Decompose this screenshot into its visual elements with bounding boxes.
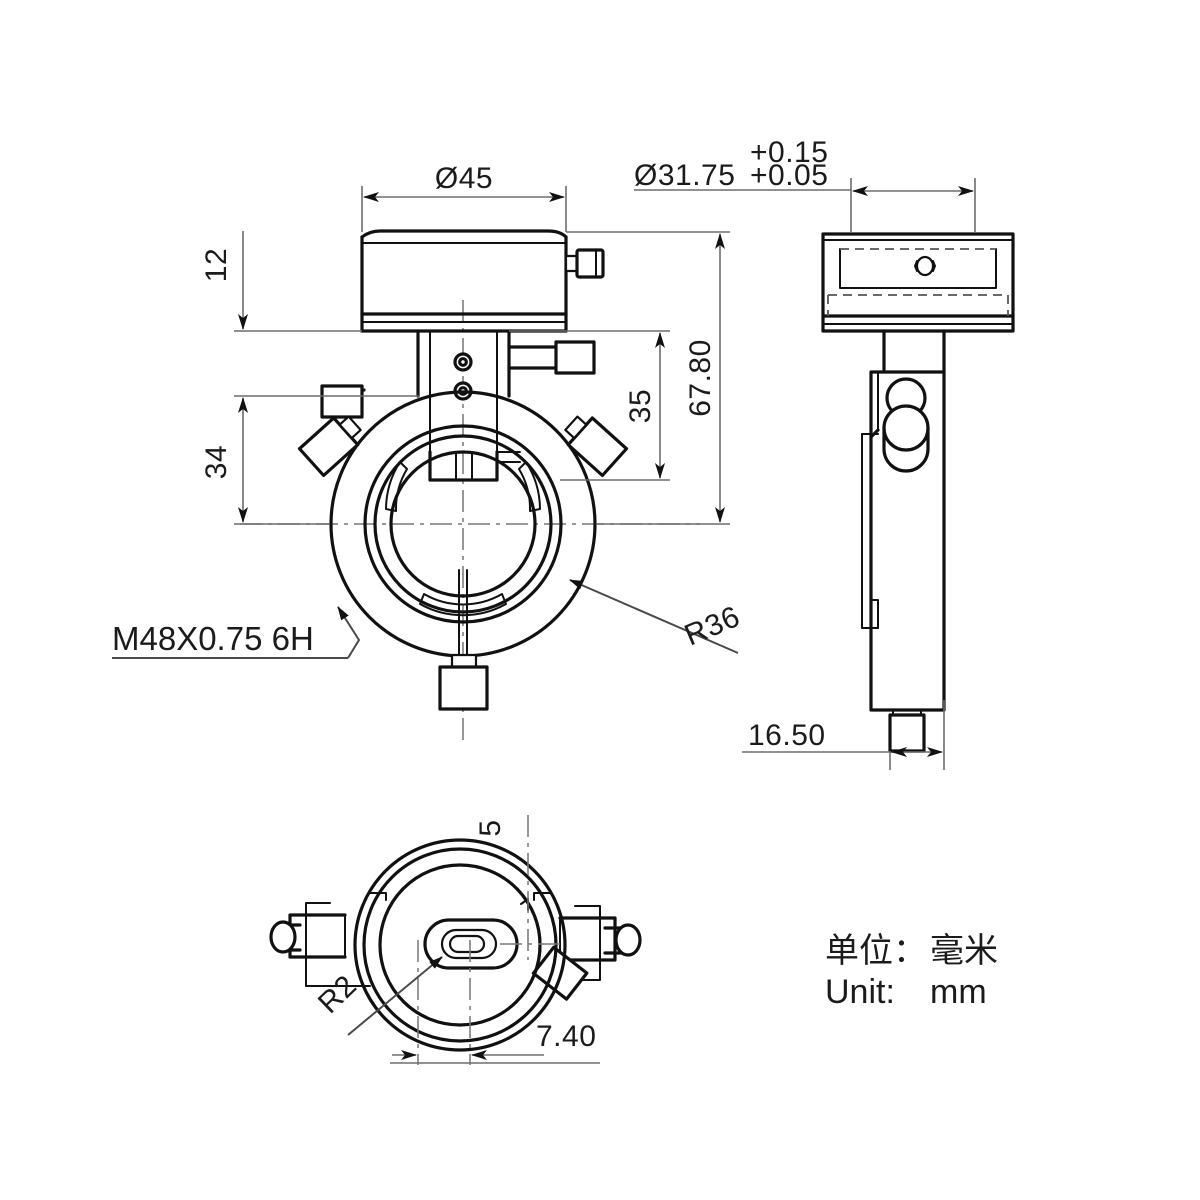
side-view: Ø31.75 +0.15 +0.05 16.50 bbox=[634, 136, 1015, 770]
dia3175-label: Ø31.75 bbox=[634, 159, 735, 192]
front-setscrew-boss bbox=[564, 248, 605, 279]
front-barrel-body bbox=[360, 229, 568, 333]
dia3175-tol-upper: +0.15 bbox=[750, 136, 828, 169]
h12-label: 12 bbox=[200, 248, 233, 282]
dim-740 bbox=[390, 1050, 600, 1064]
r36-label: R36 bbox=[680, 600, 745, 652]
units-en-label: Unit: bbox=[825, 973, 895, 1011]
d5-label: 5 bbox=[474, 819, 507, 836]
side-knob-glyph bbox=[914, 255, 936, 277]
detail-body-rings bbox=[353, 838, 567, 1052]
dia45-label: Ø45 bbox=[435, 162, 493, 195]
side-post-body bbox=[861, 329, 946, 712]
units-en-value: mm bbox=[930, 973, 987, 1011]
r2-leader bbox=[347, 956, 443, 1036]
dia3175-tol-lower: +0.05 bbox=[750, 159, 828, 192]
h6780-label: 67.80 bbox=[684, 339, 717, 417]
dim-dia3175 bbox=[634, 178, 976, 232]
h35-label: 35 bbox=[624, 389, 657, 423]
h34-label: 34 bbox=[200, 445, 233, 479]
front-jaw-arcs bbox=[385, 461, 541, 617]
detail-arc-tip bbox=[520, 898, 529, 911]
d740-label: 7.40 bbox=[536, 1020, 596, 1053]
dim-dia45 bbox=[361, 186, 567, 232]
r36-leader bbox=[569, 579, 739, 654]
front-bottom-foot bbox=[438, 569, 489, 711]
front-left-lever bbox=[320, 384, 366, 419]
dim-12 bbox=[234, 231, 362, 332]
dim-1650 bbox=[742, 700, 945, 770]
detail-right-arm bbox=[531, 905, 642, 1001]
detail-left-arm bbox=[269, 902, 371, 987]
w1650-label: 16.50 bbox=[748, 719, 826, 752]
front-diagonal-tabs bbox=[297, 415, 629, 478]
units-cn-value: 毫米 bbox=[930, 931, 998, 971]
units-cn-label: 单位： bbox=[825, 931, 927, 971]
thread-spec-label: M48X0.75 6H bbox=[112, 620, 314, 657]
bottom-detail-view: 5 R2 7.40 bbox=[269, 815, 642, 1065]
thread-callout-leader bbox=[112, 606, 361, 659]
dim-6780 bbox=[566, 231, 730, 525]
dim-35 bbox=[509, 330, 670, 481]
front-inner-ring bbox=[363, 424, 563, 624]
front-view: M48X0.75 6H R36 Ø45 12 34 bbox=[112, 162, 745, 745]
units-block: 单位： 毫米 Unit: mm bbox=[825, 931, 998, 1011]
r2-label: R2 bbox=[312, 969, 363, 1020]
detail-inner-arc bbox=[527, 901, 542, 989]
side-bottom-foot bbox=[888, 709, 926, 753]
side-barrel-block bbox=[821, 232, 1015, 333]
detail-center-slot bbox=[423, 918, 519, 970]
front-right-lever bbox=[507, 340, 596, 375]
dim-34 bbox=[234, 395, 420, 525]
